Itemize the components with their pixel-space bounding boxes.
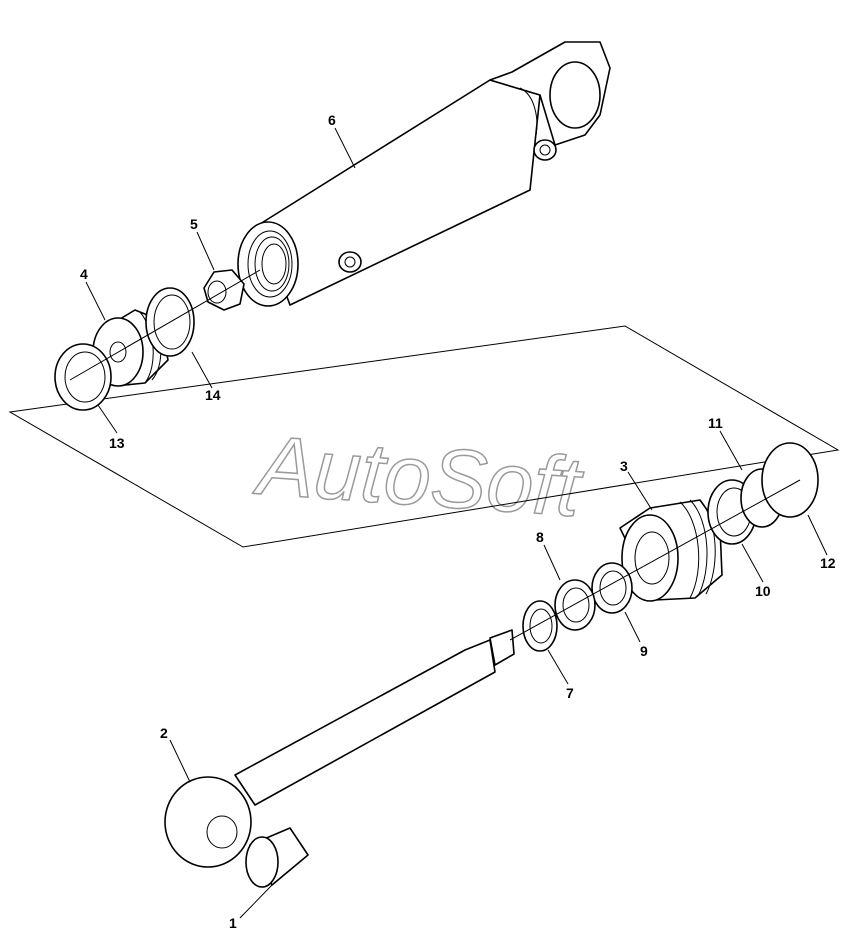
assembly-axis-lower	[509, 479, 801, 641]
leader-4	[85, 281, 106, 321]
leader-14	[191, 351, 213, 389]
leader-6	[334, 127, 356, 169]
nut	[203, 269, 245, 311]
cylinder-barrel	[237, 41, 611, 307]
callout-8: 8	[536, 529, 544, 545]
callout-6: 6	[328, 112, 336, 128]
leader-1	[239, 884, 273, 919]
watermark: AutoSoft	[250, 417, 587, 534]
callout-14: 14	[205, 387, 221, 403]
callout-2: 2	[160, 725, 168, 741]
leader-12	[807, 514, 828, 556]
leader-5	[196, 231, 215, 271]
leader-13	[97, 404, 118, 434]
leader-10	[741, 543, 764, 583]
o-ring	[761, 442, 819, 518]
leader-8	[543, 544, 561, 581]
callout-9: 9	[640, 643, 648, 659]
gland-head	[619, 499, 723, 602]
callout-12: 12	[820, 555, 836, 571]
callout-4: 4	[80, 266, 88, 282]
leader-3	[627, 471, 653, 511]
callout-13: 13	[109, 435, 125, 451]
scraper-ring	[522, 600, 558, 652]
callout-1: 1	[229, 915, 237, 931]
leader-7	[547, 649, 569, 685]
leader-2	[169, 739, 191, 783]
bushing	[245, 827, 309, 888]
callout-3: 3	[620, 458, 628, 474]
leader-11	[719, 430, 743, 471]
piston-rod	[164, 629, 515, 868]
wiper	[554, 579, 596, 631]
callout-7: 7	[566, 685, 574, 701]
leader-9	[624, 611, 641, 643]
assembly-axis-upper	[69, 269, 261, 381]
rod-seal	[591, 562, 633, 614]
wear-ring	[54, 343, 112, 411]
callout-10: 10	[755, 583, 771, 599]
callout-5: 5	[190, 216, 198, 232]
exploded-view-frame	[8, 325, 840, 548]
callout-11: 11	[708, 415, 723, 431]
